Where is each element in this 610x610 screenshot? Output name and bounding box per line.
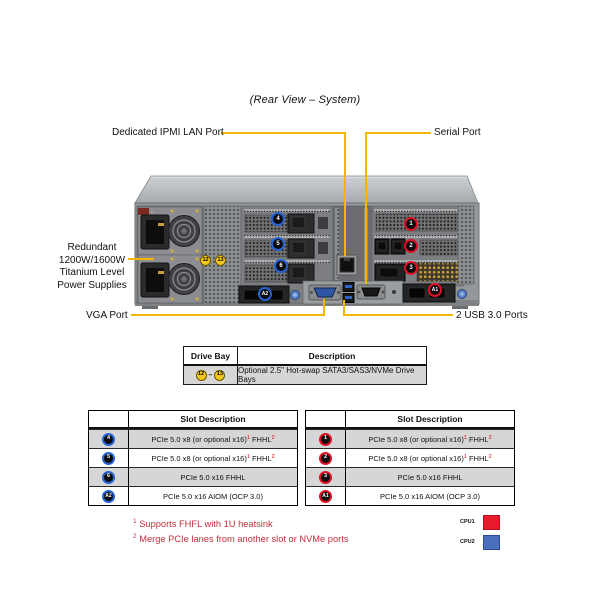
pcie-slot-2-opening bbox=[374, 238, 459, 256]
ipmi-lan-port bbox=[336, 254, 358, 276]
slot-table-cpu1: Slot Description 1 PCIe 5.0 x8 (or optio… bbox=[305, 410, 515, 506]
callout-line-ipmi-h bbox=[221, 132, 346, 134]
callout-line-vga-v bbox=[323, 299, 325, 316]
slot-table-header: Slot Description bbox=[89, 411, 297, 429]
pcie-slot-4-opening bbox=[244, 213, 328, 234]
usb-ports bbox=[342, 282, 355, 303]
thumbscrew-icon bbox=[290, 290, 300, 300]
psu-top bbox=[137, 206, 203, 256]
range-dash: – bbox=[208, 371, 213, 379]
psu-fan-icon bbox=[168, 215, 200, 247]
slot-badge-3: 3 bbox=[319, 470, 332, 484]
drive-bay-header-cell: Drive Bay bbox=[184, 347, 238, 364]
slot-badge-a1: A1 bbox=[319, 489, 332, 503]
callout-line-usb-h bbox=[343, 314, 453, 316]
slot-row-6: 6 PCIe 5.0 x16 FHHL bbox=[89, 467, 297, 486]
psu-fan-icon bbox=[168, 263, 200, 295]
slot-badge-2: 2 bbox=[319, 451, 332, 465]
thumbscrew-icon bbox=[457, 289, 467, 299]
pcie-slots-right-block bbox=[371, 205, 465, 287]
drive-bay-table-row: 12 – 13 Optional 2.5" Hot-swap SATA3/SAS… bbox=[184, 366, 426, 384]
footnote-2: 2 Merge PCIe lanes from another slot or … bbox=[133, 532, 349, 544]
slot-badge-5: 5 bbox=[102, 451, 115, 465]
cpu2-legend-label: CPU2 bbox=[460, 539, 475, 545]
footnote-1: 1 Supports FHFL with 1U heatsink bbox=[133, 518, 273, 530]
chassis-badge-slot-6: 6 bbox=[274, 259, 288, 273]
server-rear-illustration bbox=[134, 175, 480, 309]
drive-bay-table-header: Drive Bay Description bbox=[184, 347, 426, 366]
drive-bay-description-cell: Optional 2.5" Hot-swap SATA3/SAS3/NVMe D… bbox=[238, 366, 415, 384]
cpu1-legend-label: CPU1 bbox=[460, 519, 475, 525]
chassis-lid bbox=[134, 175, 479, 204]
label-usb-ports: 2 USB 3.0 Ports bbox=[456, 310, 528, 321]
slot-badge-1: 1 bbox=[319, 432, 332, 446]
drive-bay-range-cell: 12 – 13 bbox=[184, 366, 238, 384]
psu-bottom bbox=[137, 254, 203, 304]
label-vga-port: VGA Port bbox=[86, 310, 128, 321]
vent-column-left bbox=[203, 205, 242, 304]
slot-row-a1: A1 PCIe 5.0 x16 AIOM (OCP 3.0) bbox=[306, 486, 514, 505]
slot-badge-4: 4 bbox=[102, 432, 115, 446]
cpu2-color-swatch bbox=[483, 535, 500, 550]
chassis-badge-bay-13: 13 bbox=[215, 255, 226, 266]
callout-line-psu bbox=[128, 258, 154, 260]
label-ipmi-lan-port: Dedicated IPMI LAN Port bbox=[112, 127, 224, 138]
slot-badge-a2: A2 bbox=[102, 489, 115, 503]
chassis-badge-slot-2: 2 bbox=[404, 239, 418, 253]
drive-bay-badge-12: 12 bbox=[195, 369, 207, 381]
chassis-badge-slot-1: 1 bbox=[404, 217, 418, 231]
power-supplies bbox=[136, 205, 204, 304]
slot-row-3: 3 PCIe 5.0 x16 FHHL bbox=[306, 467, 514, 486]
cpu1-color-swatch bbox=[483, 515, 500, 530]
callout-line-ipmi-v bbox=[344, 132, 346, 256]
description-header-cell: Description bbox=[308, 350, 356, 361]
chassis-badge-slot-a2: A2 bbox=[258, 287, 272, 301]
figure-title: (Rear View – System) bbox=[249, 94, 361, 106]
slot-table-header: Slot Description bbox=[306, 411, 514, 429]
serial-port bbox=[356, 284, 386, 300]
drive-bay-badge-13: 13 bbox=[214, 369, 226, 381]
bottom-io-strip bbox=[302, 280, 404, 305]
callout-line-usb-v bbox=[343, 300, 345, 316]
label-serial-port: Serial Port bbox=[434, 127, 481, 138]
chassis-badge-slot-a1: A1 bbox=[428, 283, 442, 297]
slot-description-header: Slot Description bbox=[180, 414, 246, 424]
chassis-badge-slot-4: 4 bbox=[271, 212, 285, 226]
callout-line-vga-h bbox=[131, 314, 325, 316]
chassis-badge-bay-12: 12 bbox=[200, 255, 211, 266]
label-power-supplies: Redundant 1200W/1600W Titanium Level Pow… bbox=[57, 242, 127, 291]
footnotes: 1 Supports FHFL with 1U heatsink 2 Merge… bbox=[133, 516, 348, 545]
slot-table-cpu2: Slot Description 4 PCIe 5.0 x8 (or optio… bbox=[88, 410, 298, 506]
chassis-badge-slot-3: 3 bbox=[404, 261, 418, 275]
callout-line-serial-v bbox=[365, 132, 367, 284]
slot-row-a2: A2 PCIe 5.0 x16 AIOM (OCP 3.0) bbox=[89, 486, 297, 505]
vga-port bbox=[308, 284, 342, 301]
drive-bay-table: Drive Bay Description 12 – 13 Optional 2… bbox=[183, 346, 427, 385]
slot-badge-6: 6 bbox=[102, 470, 115, 484]
chassis-badge-slot-5: 5 bbox=[271, 237, 285, 251]
vent-column-right bbox=[457, 205, 475, 285]
slot-description-header: Slot Description bbox=[397, 414, 463, 424]
callout-line-serial-h bbox=[365, 132, 431, 134]
